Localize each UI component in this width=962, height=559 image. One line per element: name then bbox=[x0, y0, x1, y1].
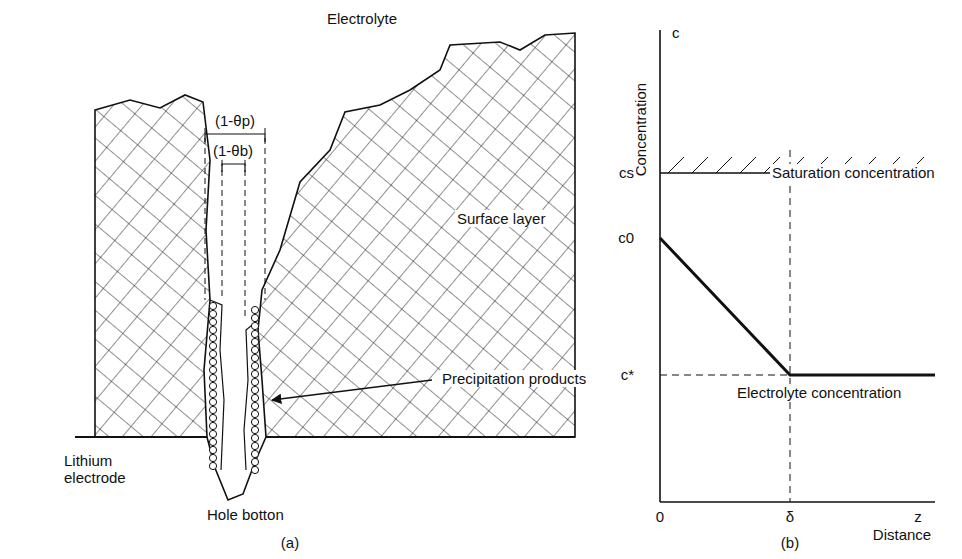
region-label: Lithium electrode bbox=[62, 452, 136, 487]
precipitate-outline bbox=[210, 300, 224, 470]
hole-bottom bbox=[207, 437, 266, 500]
cstar-guide bbox=[660, 375, 790, 376]
leader-arrow bbox=[272, 380, 432, 400]
callout-label: Hole botton bbox=[205, 506, 286, 523]
bracket bbox=[205, 134, 265, 142]
curve-label: Electrolyte concentration bbox=[735, 384, 903, 401]
axis-symbol: c bbox=[670, 24, 682, 41]
axis-symbol: cs bbox=[617, 164, 636, 181]
curve-label: Saturation concentration bbox=[770, 164, 937, 181]
surface-layer bbox=[95, 95, 210, 437]
concentration-profile bbox=[660, 238, 935, 375]
panel-label: (b) bbox=[779, 534, 801, 551]
bracket bbox=[222, 164, 245, 172]
electrode-surface bbox=[75, 436, 207, 438]
axis-title: Distance bbox=[871, 526, 933, 543]
precipitate-outline bbox=[244, 320, 258, 470]
guide-line bbox=[245, 160, 246, 320]
width-label: (1-θp) bbox=[213, 112, 257, 129]
tick-label: δ bbox=[784, 508, 796, 525]
guide-line bbox=[205, 128, 206, 300]
x-axis bbox=[660, 501, 935, 503]
panel-label: (a) bbox=[279, 534, 301, 551]
guide-line bbox=[265, 128, 266, 300]
axis-symbol: z bbox=[912, 508, 924, 525]
y-axis bbox=[659, 30, 661, 502]
guide-line bbox=[222, 160, 223, 300]
axis-symbol: c* bbox=[619, 366, 636, 383]
region-label: Surface layer bbox=[455, 210, 547, 227]
axis-symbol: c0 bbox=[616, 229, 636, 246]
precipitation-grains bbox=[209, 302, 258, 473]
electrode-surface bbox=[266, 436, 575, 438]
region-label: Electrolyte bbox=[325, 10, 399, 27]
tick-label: 0 bbox=[654, 508, 666, 525]
axis-title: Concentration bbox=[632, 81, 649, 178]
delta-guide bbox=[790, 150, 791, 502]
callout-label: Precipitation products bbox=[440, 370, 588, 387]
width-label: (1-θb) bbox=[211, 142, 255, 159]
